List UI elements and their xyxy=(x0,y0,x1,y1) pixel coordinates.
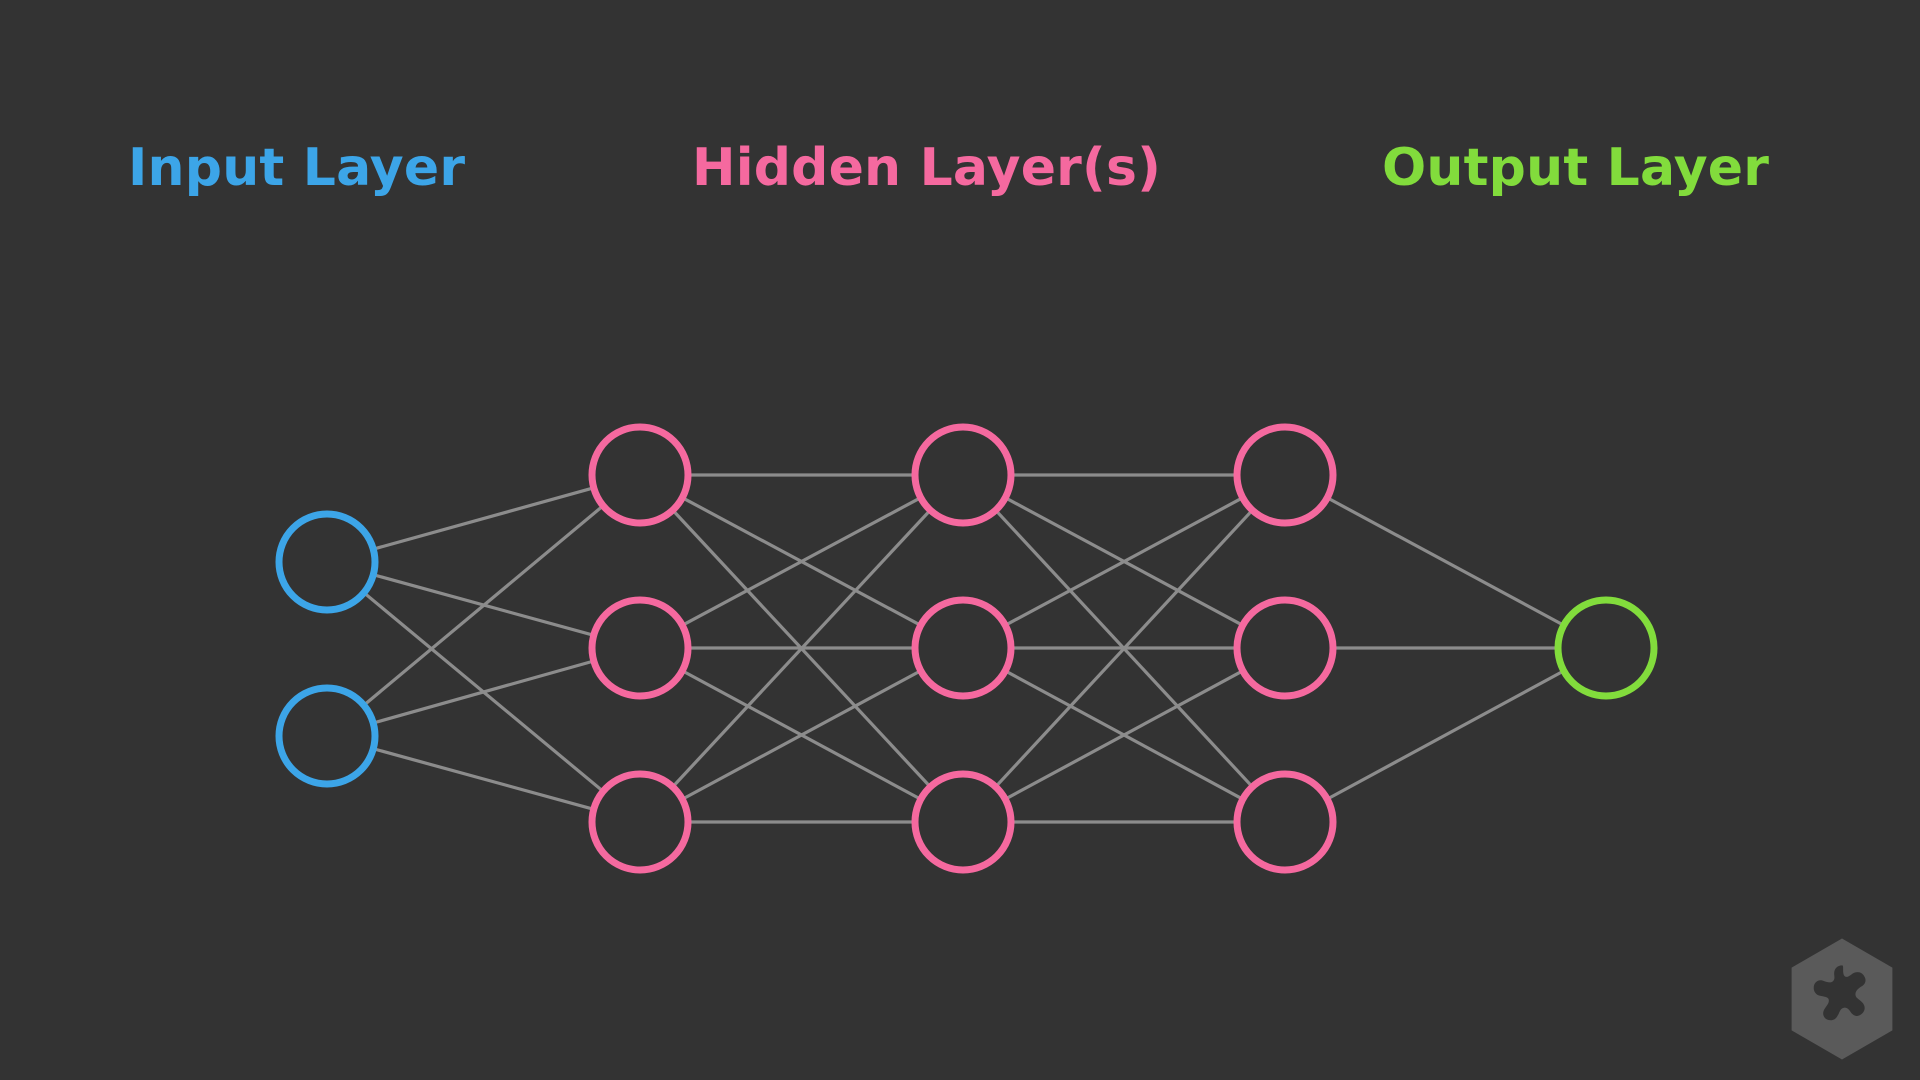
connection-edge xyxy=(1004,496,1244,627)
connection-edge xyxy=(1326,496,1565,627)
connection-edge xyxy=(1326,669,1565,801)
connection-edge xyxy=(681,496,922,627)
neuron-node-hidden-2-1 xyxy=(911,423,1015,527)
neuron-node-hidden-3-1 xyxy=(1233,423,1337,527)
connection-edge xyxy=(994,509,1254,788)
neuron-node-hidden-3-3 xyxy=(1233,770,1337,874)
hexagon-splat-logo-icon xyxy=(1791,938,1893,1060)
neuron-node-output-1 xyxy=(1554,596,1658,700)
connection-edge xyxy=(372,747,595,811)
connection-edge xyxy=(372,659,595,725)
neuron-node-hidden-3-2 xyxy=(1233,596,1337,700)
neuron-node-hidden-1-3 xyxy=(588,770,692,874)
input-layer-label: Input Layer xyxy=(128,138,466,198)
connection-edge xyxy=(372,486,595,551)
neuron-node-hidden-1-2 xyxy=(588,596,692,700)
output-layer-label: Output Layer xyxy=(1382,138,1770,198)
connection-edge xyxy=(362,504,605,707)
neuron-node-input-1 xyxy=(275,510,379,614)
neuron-node-input-2 xyxy=(275,684,379,788)
connection-edge xyxy=(681,669,922,801)
neuron-node-hidden-2-2 xyxy=(911,596,1015,700)
edges-group xyxy=(362,473,1565,824)
neuron-node-hidden-1-1 xyxy=(588,423,692,527)
neuron-node-hidden-2-3 xyxy=(911,770,1015,874)
connection-edge xyxy=(671,509,932,788)
nodes-group xyxy=(275,423,1658,874)
connection-edge xyxy=(1004,669,1244,801)
hidden-layer-label: Hidden Layer(s) xyxy=(692,138,1162,198)
